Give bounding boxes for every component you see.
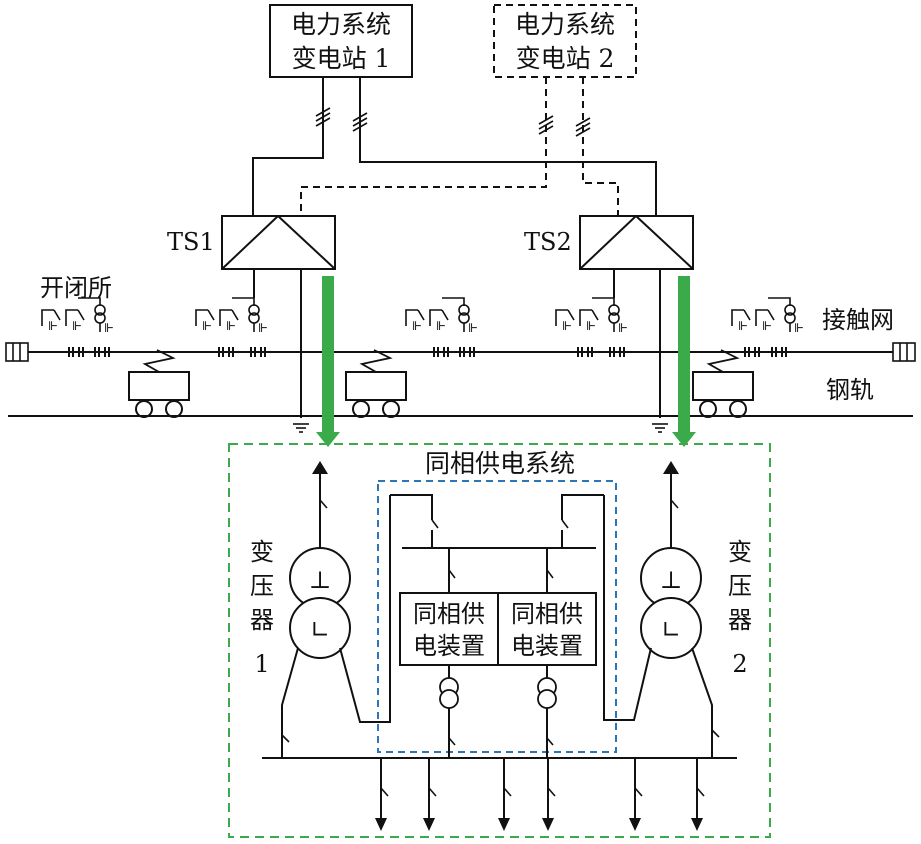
transformer-1-char2: 压 [250,572,274,600]
switch-bay-ts1 [196,298,268,335]
substation-2-line1: 电力系统 [515,10,615,39]
transformer-1-char4: 1 [254,650,269,678]
inner-busbar [390,494,604,593]
output-feeder [423,758,437,831]
svg-text:∟: ∟ [661,616,681,644]
cophase-device-1-line1: 同相供 [413,600,485,628]
catenary-end-right [892,342,916,362]
rail-label: 钢轨 [826,376,874,404]
ts1-label: TS1 [167,228,215,256]
ts2-label: TS2 [524,228,572,256]
transformer-1-char1: 变 [250,538,274,566]
incoming-lines-substation-1 [252,77,657,216]
cophase-device-2-line1: 同相供 [511,600,583,628]
green-arrow-right [672,276,696,447]
output-feeder [498,758,512,831]
switch-bay-ts2 [556,298,628,335]
traction-substation-ts2 [579,215,694,270]
transformer-2-char4: 2 [732,650,747,678]
sectioning-post-label: 开闭所 [40,274,112,302]
output-feeders [375,758,705,831]
switch-bay-right [732,298,804,335]
transformer-1: ⊥ ∟ [281,461,391,758]
substation-1-line2: 变电站 1 [292,44,391,73]
device-1-transformer [439,665,459,758]
svg-text:⊥: ⊥ [660,566,683,594]
transformer-1-char3: 器 [250,606,274,634]
cophase-device-1: 同相供 电装置 [399,592,499,666]
device-2-transformer [537,665,557,758]
switch-bay-middle [406,298,478,335]
svg-text:⊥: ⊥ [309,566,332,594]
cophase-inner-box [377,480,617,753]
output-feeder [629,758,643,831]
train-2 [345,349,407,418]
cophase-device-2-line2: 电装置 [511,632,583,660]
transformer-2-char2: 压 [728,572,752,600]
traction-substation-ts1 [221,215,336,270]
output-feeder [542,758,556,831]
three-phase-tick-mark [315,107,331,127]
catenary-label: 接触网 [822,306,894,334]
three-phase-tick-mark [352,112,368,132]
green-arrow-left [316,276,340,447]
transformer-2-char1: 变 [728,538,752,566]
substation-2-line2: 变电站 2 [516,44,615,73]
cophase-device-2: 同相供 电装置 [497,592,597,666]
cophase-device-1-line2: 电装置 [413,632,485,660]
incoming-lines-substation-2 [300,77,619,216]
cophase-system-label: 同相供电系统 [425,449,575,478]
output-feeder [691,758,705,831]
catenary-end-left [5,342,29,362]
substation-1-box: 电力系统 变电站 1 [269,4,413,78]
train-3 [692,349,754,418]
three-phase-tick-mark [538,115,554,135]
cophase-system-outer-box [228,443,771,838]
substation-2-box: 电力系统 变电站 2 [493,4,637,78]
output-feeder [375,758,389,831]
switch-bay-sectioning-post [42,298,114,335]
three-phase-tick-mark [575,117,591,137]
train-1 [128,349,190,418]
substation-1-line1: 电力系统 [291,10,391,39]
transformer-2-char3: 器 [728,606,752,634]
transformer-2: ⊥ ∟ [603,461,720,758]
svg-text:∟: ∟ [310,616,330,644]
